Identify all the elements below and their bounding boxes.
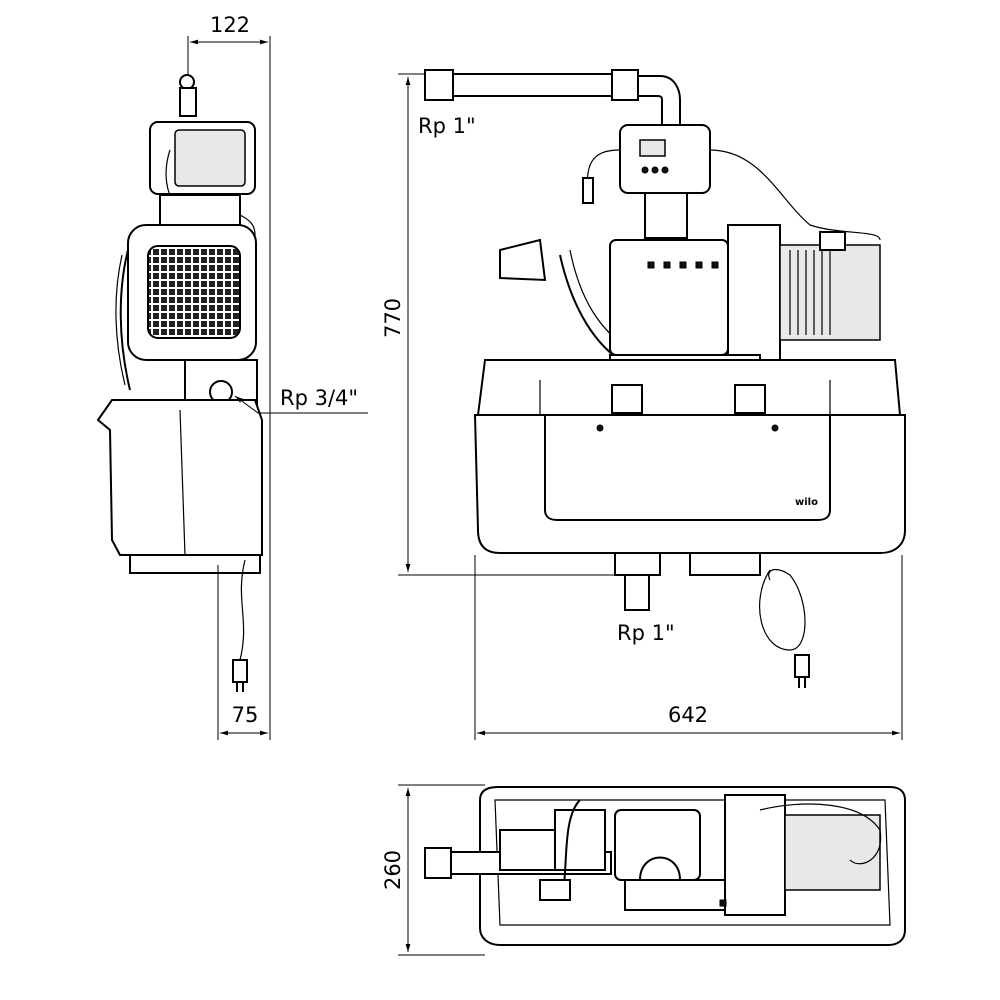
controller-button [661, 166, 669, 174]
motor-terminal-top [724, 794, 786, 916]
side-view: 122 Rp 3/4" 75 [96, 13, 368, 740]
hose-fitting [611, 69, 639, 101]
power-cable-loop [759, 568, 806, 651]
power-cable [239, 559, 246, 661]
top-view: 260 [381, 784, 906, 956]
elbow-pipe [637, 75, 681, 126]
indicator-led [647, 261, 655, 269]
controller-button [651, 166, 659, 174]
pump-coupling [644, 192, 688, 239]
pump-body [609, 239, 729, 356]
leader-line-rp34 [234, 395, 368, 414]
tank-hood [476, 359, 902, 416]
controller-box [619, 124, 711, 194]
mount-bracket [734, 384, 766, 414]
tank-seam [179, 409, 186, 556]
power-cable [759, 803, 882, 865]
indicator-led [711, 261, 719, 269]
controller-display [639, 139, 666, 157]
brand-logo: wilo [795, 497, 818, 508]
dimension-label-770: 770 [381, 298, 405, 338]
motor-top [784, 814, 881, 891]
screw [719, 899, 727, 907]
label-rp-3-4: Rp 3/4" [280, 386, 358, 410]
motor-fan-grille [147, 245, 241, 339]
elbow-pipe [639, 856, 681, 881]
outlet-fitting [624, 574, 650, 611]
screw [596, 424, 604, 432]
pump-body-top [624, 879, 726, 911]
controller-face [174, 129, 246, 187]
front-view: 770 Rp 1" [381, 69, 906, 740]
fitting-pipe [179, 87, 197, 117]
pump-neck [159, 194, 241, 226]
hose [119, 249, 131, 391]
power-plug [794, 654, 810, 678]
label-rp-1-bottom: Rp 1" [617, 621, 675, 645]
dimension-label-642: 642 [668, 703, 708, 727]
fitting [539, 879, 571, 901]
indicator-led [663, 261, 671, 269]
motor-terminal-box [727, 224, 781, 361]
power-plug [232, 659, 248, 683]
inlet-fitting [424, 69, 454, 101]
indicator-led [679, 261, 687, 269]
drain-housing [689, 552, 761, 576]
valve-block [554, 809, 606, 871]
outlet-housing [614, 552, 661, 576]
controller-button [641, 166, 649, 174]
indicator-led [695, 261, 703, 269]
label-rp-1-top: Rp 1" [418, 114, 476, 138]
tank-side [96, 399, 263, 556]
inlet-hose [452, 73, 614, 97]
dimension-label-75: 75 [232, 703, 259, 727]
inlet-fitting [424, 847, 452, 879]
pressure-vessel [499, 238, 547, 282]
sensor-plug [582, 177, 594, 204]
power-cable [709, 149, 881, 241]
cable-gland [819, 231, 846, 251]
tank-front-panel [544, 414, 831, 521]
tank-base [129, 554, 261, 574]
controller-top [614, 809, 701, 881]
pressure-vessel [499, 829, 561, 871]
screw [771, 424, 779, 432]
mount-bracket [611, 384, 643, 414]
motor-cooling-fins [789, 250, 831, 335]
dimension-label-122: 122 [210, 13, 250, 37]
fitting-cap [179, 74, 195, 90]
hose [115, 254, 126, 386]
dimension-label-260: 260 [381, 850, 405, 890]
